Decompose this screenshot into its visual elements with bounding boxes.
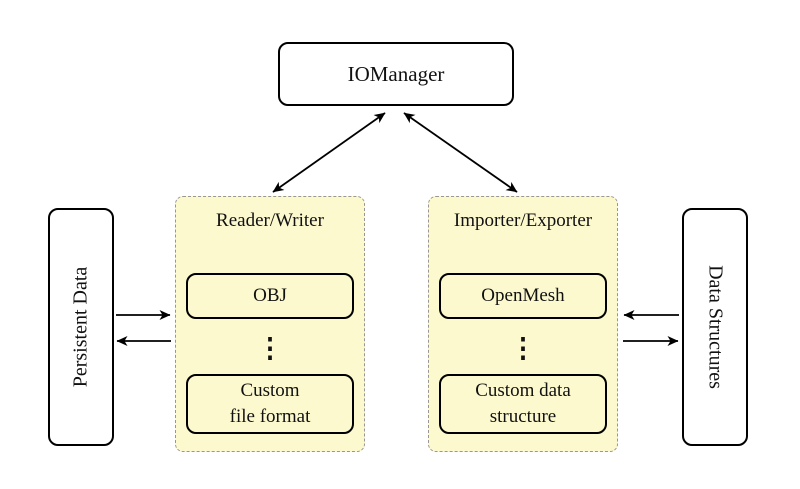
- item-custom-data-structure-label: Custom data structure: [475, 380, 571, 427]
- vertical-ellipsis-left: ⋮: [256, 332, 284, 363]
- container-importer-exporter: Importer/Exporter OpenMesh ⋮ Custom data…: [428, 196, 618, 452]
- vertical-ellipsis-right: ⋮: [509, 332, 537, 363]
- node-iomanager-label: IOManager: [347, 61, 445, 86]
- reader-writer-title: Reader/Writer: [216, 210, 324, 231]
- node-data-structures: Data Structures: [682, 208, 748, 446]
- item-openmesh-label: OpenMesh: [481, 285, 565, 307]
- arrow-iomanager-readerwriter: [272, 112, 386, 193]
- node-persistent-data-label: Persistent Data: [69, 266, 92, 388]
- node-persistent-data: Persistent Data: [48, 208, 114, 446]
- node-data-structures-label: Data Structures: [704, 265, 727, 389]
- item-obj: OBJ: [186, 273, 354, 319]
- arrow-iomanager-importerexporter: [403, 112, 518, 193]
- item-openmesh: OpenMesh: [439, 273, 607, 319]
- container-reader-writer: Reader/Writer OBJ ⋮ Custom file format: [175, 196, 365, 452]
- item-custom-file-format-label: Custom file format: [229, 380, 311, 427]
- importer-exporter-title: Importer/Exporter: [453, 210, 593, 231]
- item-obj-label: OBJ: [253, 285, 287, 307]
- item-custom-file-format: Custom file format: [186, 374, 354, 434]
- node-iomanager: IOManager: [278, 42, 514, 106]
- item-custom-data-structure: Custom data structure: [439, 374, 607, 434]
